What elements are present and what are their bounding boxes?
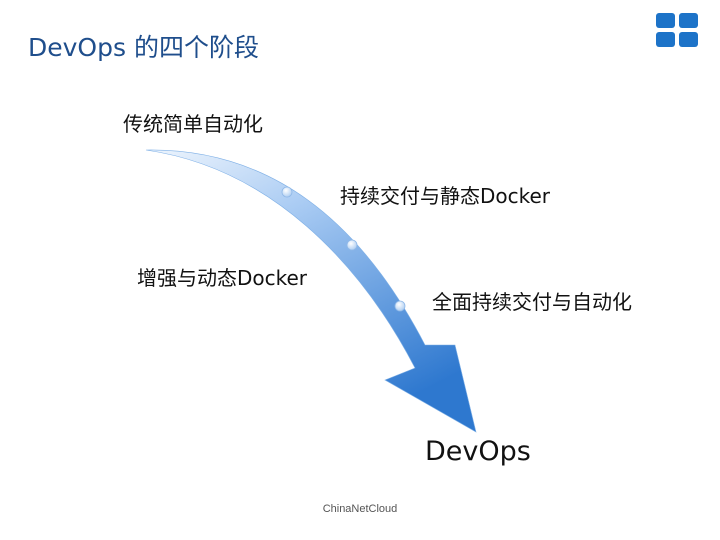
- stage-marker-2: [346, 239, 358, 251]
- grid-logo-icon: [656, 13, 700, 49]
- arrow-body: [145, 149, 477, 433]
- stage-label-4: 全面持续交付与自动化: [432, 290, 632, 314]
- footer-brand: ChinaNetCloud: [322, 503, 398, 515]
- stage-marker-3: [394, 300, 406, 312]
- stage-label-3: 增强与动态Docker: [137, 266, 308, 290]
- goal-label: DevOps: [425, 436, 531, 467]
- stage-label-1: 传统简单自动化: [123, 112, 263, 136]
- stage-label-2: 持续交付与静态Docker: [340, 184, 551, 208]
- slide-title: DevOps 的四个阶段: [28, 33, 259, 62]
- stage-marker-1: [281, 186, 293, 198]
